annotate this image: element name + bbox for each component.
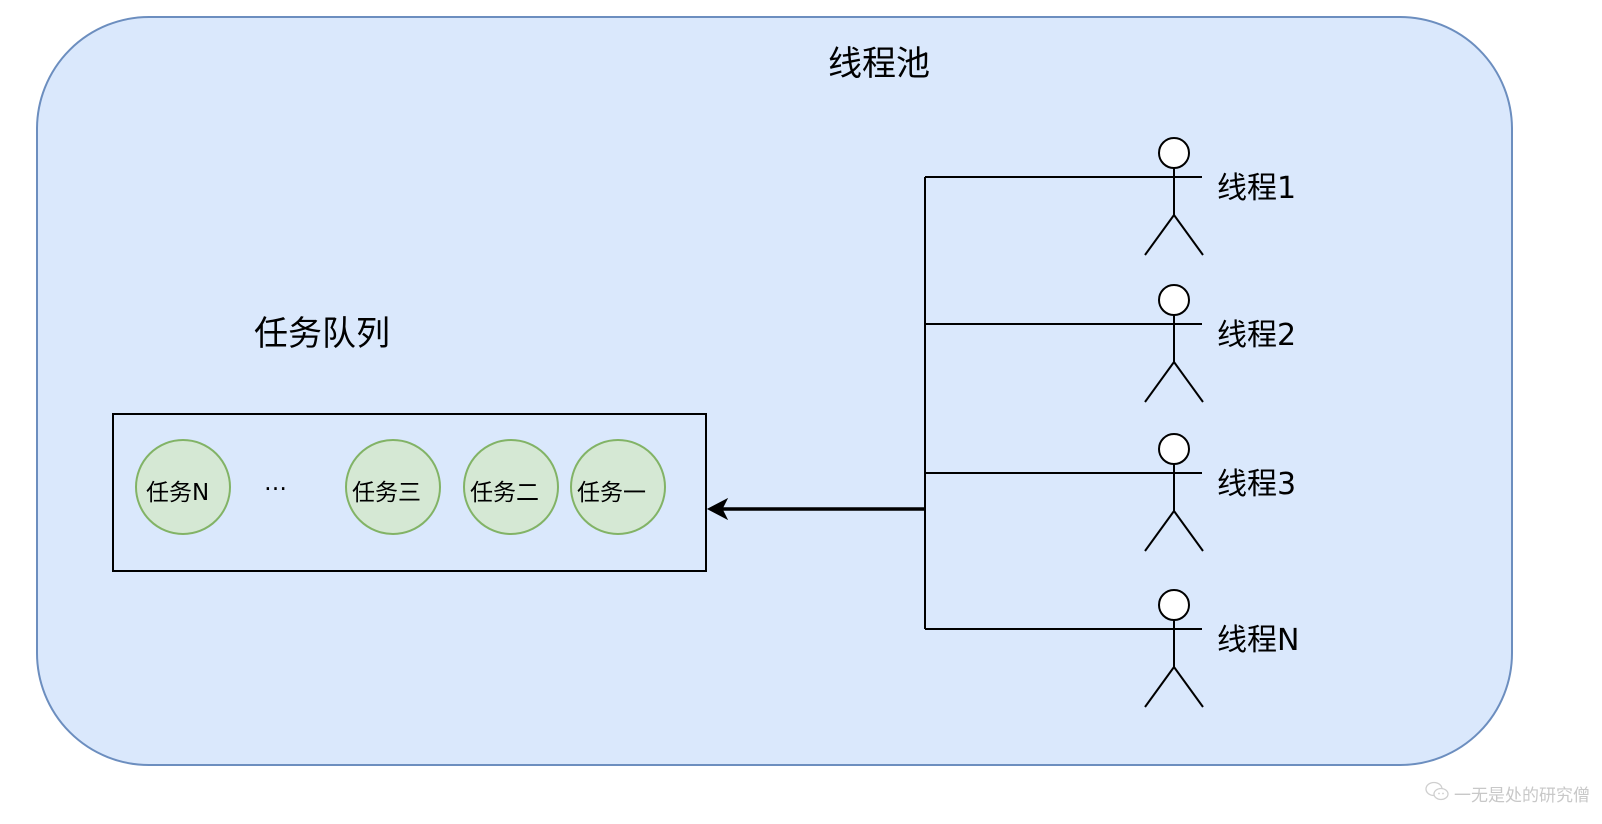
watermark-text: 一无是处的研究僧	[1454, 786, 1590, 806]
thread-actor-icon	[1144, 284, 1204, 403]
task-circle	[570, 439, 666, 535]
task-circle	[345, 439, 441, 535]
thread-actor-icon	[1144, 137, 1204, 256]
thread-label: 线程1	[1217, 171, 1297, 206]
thread-connectors	[924, 176, 1202, 630]
thread-actor-icon	[1144, 589, 1204, 708]
thread-pool-container	[36, 16, 1513, 766]
actor-leg	[1144, 361, 1175, 403]
actor-leg	[1173, 666, 1204, 708]
task-label: 任务三	[352, 480, 421, 506]
actor-head	[1158, 433, 1190, 465]
actor-leg	[1173, 510, 1204, 552]
actor-leg	[1173, 214, 1204, 256]
task-ellipsis: …	[264, 470, 287, 496]
thread-label: 线程N	[1217, 623, 1300, 658]
task-circle	[135, 439, 231, 535]
queue-title: 任务队列	[254, 314, 390, 354]
thread-label: 线程3	[1217, 467, 1297, 502]
actor-head	[1158, 589, 1190, 621]
thread-label: 线程2	[1217, 318, 1297, 353]
dispatch-arrow-head	[706, 497, 729, 521]
actor-leg	[1173, 361, 1204, 403]
task-label: 任务一	[577, 480, 646, 506]
actor-leg	[1144, 666, 1175, 708]
actor-head	[1158, 137, 1190, 169]
watermark: 一无是处的研究僧	[1424, 781, 1590, 806]
actor-leg	[1144, 214, 1175, 256]
actor-head	[1158, 284, 1190, 316]
pool-title: 线程池	[828, 44, 930, 84]
wechat-icon	[1424, 781, 1450, 806]
task-label: 任务二	[470, 480, 539, 506]
task-circle	[463, 439, 559, 535]
thread-actor-icon	[1144, 433, 1204, 552]
actor-leg	[1144, 510, 1175, 552]
task-label: 任务N	[146, 480, 210, 506]
